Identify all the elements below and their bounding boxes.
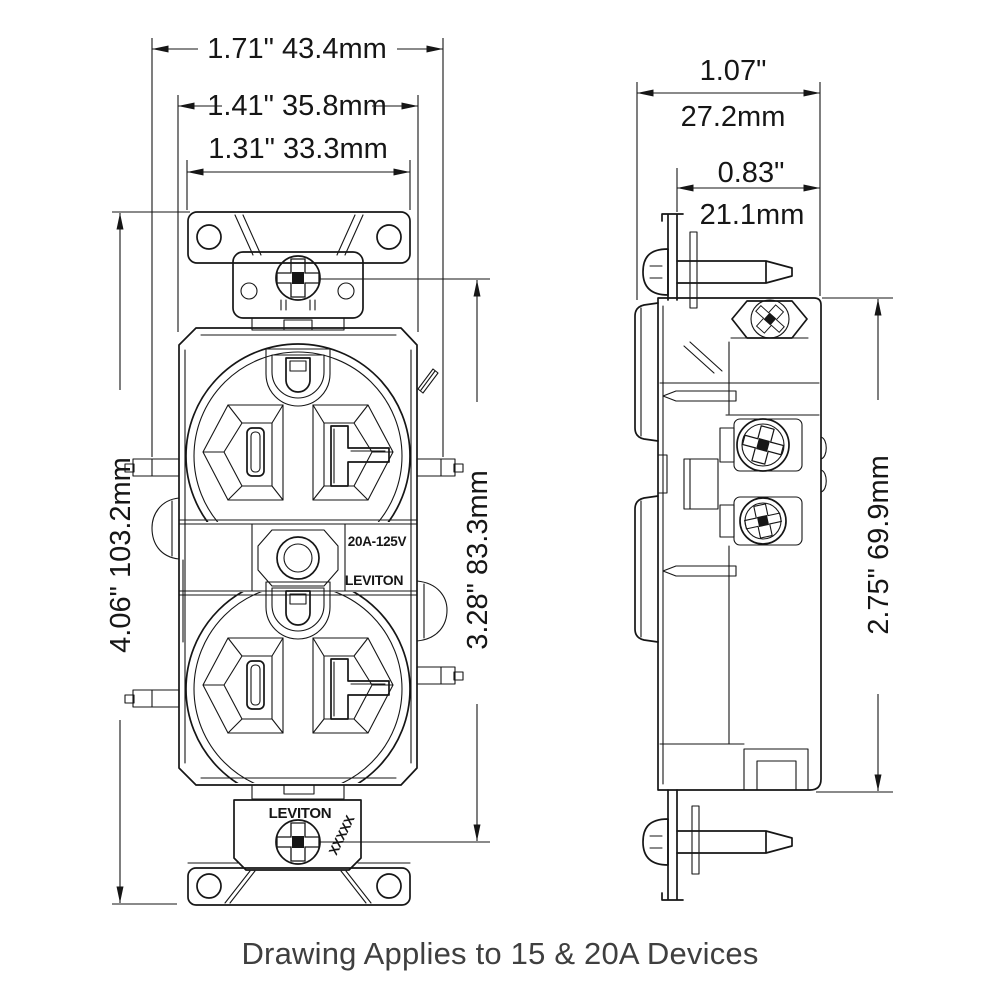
dim-overall-width: 1.71" 43.4mm (151, 33, 444, 457)
side-body (634, 297, 827, 791)
middle-band: 20A-125V LEVITON (178, 519, 418, 596)
ground-terminal-screw (731, 297, 808, 341)
wire-terminal-screws (719, 418, 803, 546)
dimension-label: 27.2mm (681, 101, 786, 133)
dimension-label: 4.06" 103.2mm (105, 457, 137, 653)
center-screw-boss (257, 529, 339, 587)
dim-overall-depth: 1.07" 27.2mm (636, 55, 821, 300)
front-view: 20A-125V LEVITON LEVITON (124, 211, 464, 906)
mounting-screw-bottom-side (642, 818, 793, 866)
strap-hole-bottom-left (196, 873, 222, 899)
brand-label: LEVITON (345, 572, 404, 588)
dim-body-height: 2.75" 69.9mm (816, 297, 895, 793)
dimension-label: 1.41" 35.8mm (207, 90, 387, 122)
mounting-screw-bottom (275, 819, 321, 865)
strap-hole-bottom-right (376, 873, 402, 899)
top-ear-bracket (232, 251, 364, 331)
dimensions: 1.71" 43.4mm 1.41" 35.8mm 1.31" 33.3mm 4… (105, 33, 895, 905)
brand-label-bottom: LEVITON (269, 805, 332, 822)
drawing-caption: Drawing Applies to 15 & 20A Devices (241, 936, 759, 971)
outlet-face-bottom (185, 581, 411, 783)
dimension-label: 21.1mm (700, 199, 805, 231)
dimension-label: 1.07" (700, 55, 767, 87)
strap-hole-top-right (376, 224, 402, 250)
dimension-label: 3.28" 83.3mm (462, 470, 494, 650)
outlet-face-top (185, 343, 411, 522)
bottom-mounting-strap (187, 862, 411, 906)
dimension-label: 1.71" 43.4mm (207, 33, 387, 65)
mounting-screw-top-side (642, 248, 793, 296)
receptacle-body (178, 327, 418, 786)
side-view (634, 213, 827, 901)
dim-overall-height: 4.06" 103.2mm (105, 211, 190, 905)
rating-label: 20A-125V (348, 534, 407, 549)
dim-flange-width: 1.41" 35.8mm (177, 90, 419, 332)
dim-body-depth: 0.83" 21.1mm (676, 157, 820, 231)
mounting-screw-top (275, 255, 321, 311)
bottom-plate: LEVITON XXXXX (233, 784, 362, 871)
dimension-label: 2.75" 69.9mm (863, 455, 895, 635)
strap-hole-top-left (196, 224, 222, 250)
dimension-label: 1.31" 33.3mm (208, 133, 388, 165)
mounting-yoke (661, 213, 700, 901)
top-mounting-strap (187, 211, 411, 264)
dim-mounting-hole-spacing: 3.28" 83.3mm (320, 278, 494, 843)
dimension-label: 0.83" (718, 157, 785, 189)
side-break-off-tabs (124, 368, 464, 708)
dim-strap-width: 1.31" 33.3mm (186, 133, 411, 210)
release-slot-pins (662, 390, 737, 577)
